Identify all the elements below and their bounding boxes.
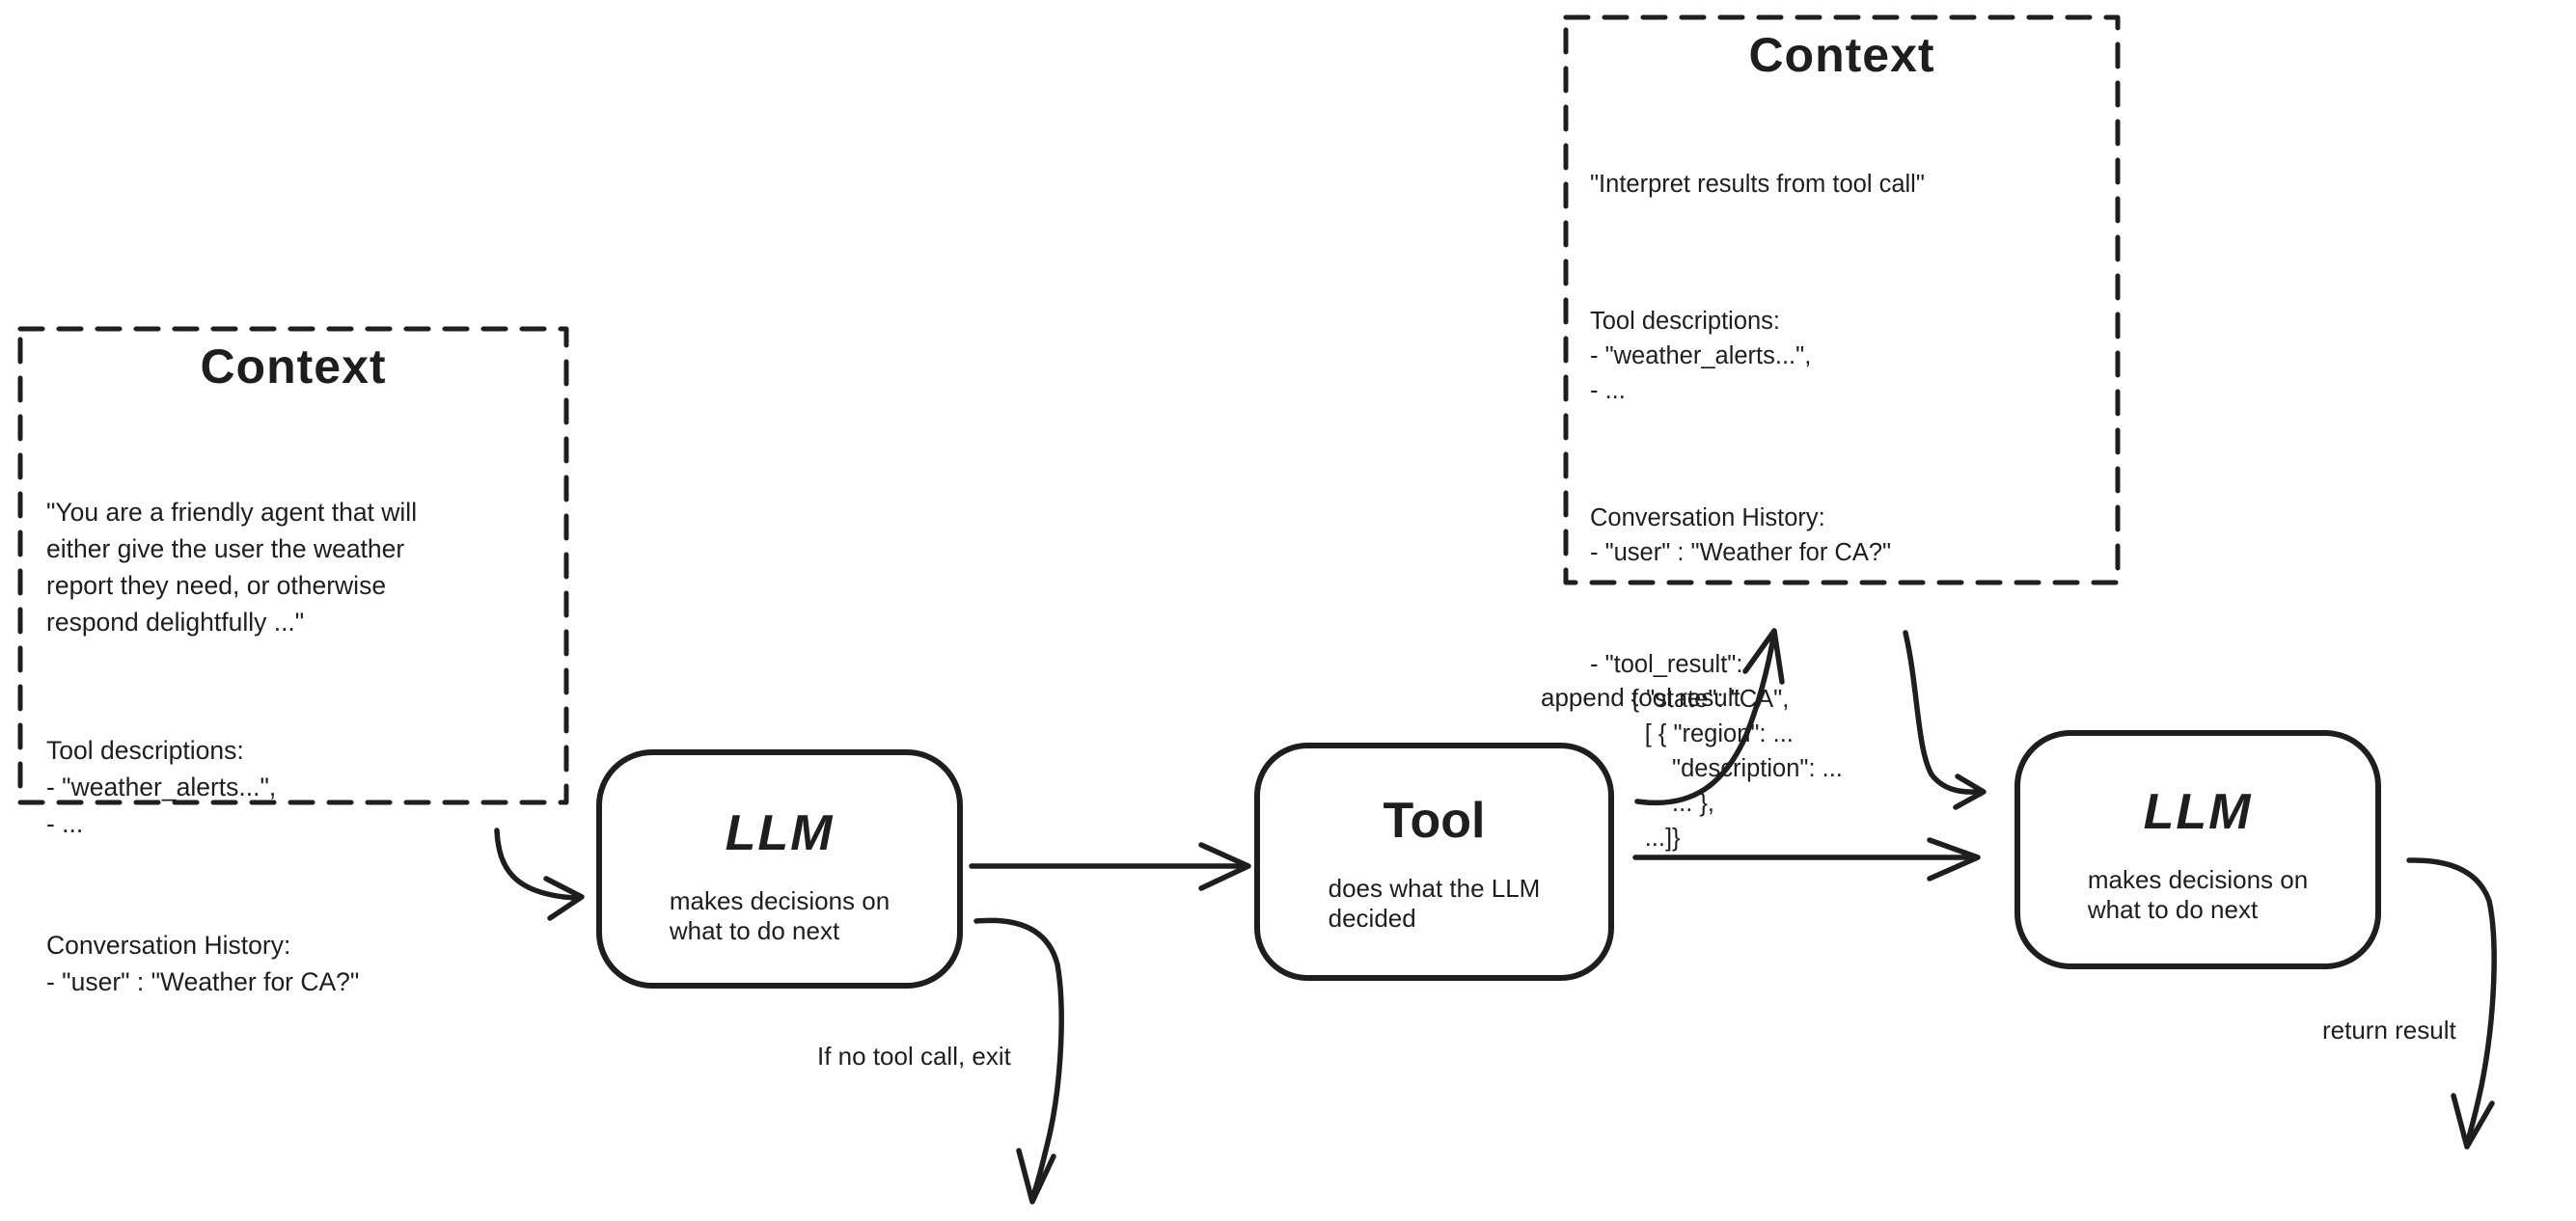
node-llm-2-description: makes decisions on what to do next [2087, 865, 2309, 924]
context-top-body: "Interpret results from tool call" Tool … [1563, 82, 2121, 925]
context-left-body: "You are a friendly agent that will eith… [17, 393, 569, 1073]
context-top-title: Context [1748, 28, 1935, 82]
node-llm-1-title: LLM [725, 805, 835, 861]
context-top-tool-descriptions: Tool descriptions: - "weather_alerts..."… [1590, 308, 1812, 404]
arrowhead-llm1-to-tool [1198, 842, 1251, 891]
node-tool: Tool does what the LLM decided [1254, 743, 1614, 981]
node-llm-2: LLM makes decisions on what to do next [2014, 730, 2381, 969]
context-top-border [1563, 14, 2121, 585]
arrowhead-context-left-to-llm1 [543, 876, 585, 921]
arrowhead-tool-to-llm2 [1927, 837, 1981, 882]
context-box-top: Context "Interpret results from tool cal… [1563, 14, 2121, 852]
node-tool-title: Tool [1383, 793, 1486, 849]
context-left-conversation-history: Conversation History: - "user" : "Weathe… [46, 931, 360, 996]
arrow-context-top-to-llm2 [1903, 630, 1981, 795]
context-left-tool-descriptions: Tool descriptions: - "weather_alerts..."… [46, 736, 277, 838]
node-tool-description: does what the LLM decided [1328, 874, 1541, 933]
context-top-tool-result: - "tool_result": { "state": "CA", [ { "r… [1590, 651, 1843, 852]
node-llm-1: LLM makes decisions on what to do next [596, 749, 963, 989]
context-top-system-prompt: "Interpret results from tool call" [1590, 171, 1925, 198]
context-left-border [17, 326, 569, 805]
label-return-result: return result [2322, 1016, 2456, 1045]
node-llm-2-title: LLM [2143, 784, 2253, 840]
arrow-context-left-to-llm1 [494, 828, 578, 901]
arrow-llm2-return [2406, 857, 2497, 1147]
arrowhead-llm2-return [2451, 1093, 2495, 1150]
arrowhead-context-top-to-llm2 [1953, 773, 1987, 810]
arrow-llm1-exit [973, 917, 1064, 1201]
arrowhead-tool-to-context-top [1742, 628, 1785, 685]
label-append-tool-result: append tool result [1541, 683, 1740, 712]
context-top-conversation-history: Conversation History: - "user" : "Weathe… [1590, 504, 1892, 566]
context-left-system-prompt: "You are a friendly agent that will eith… [46, 498, 418, 637]
arrow-tool-to-context-top [1634, 630, 1777, 806]
context-left-title: Context [200, 339, 387, 393]
label-if-no-tool-call-exit: If no tool call, exit [817, 1042, 1011, 1071]
node-llm-1-description: makes decisions on what to do next [669, 886, 891, 945]
arrowhead-llm1-exit [1016, 1148, 1056, 1205]
context-box-left: Context "You are a friendly agent that w… [17, 326, 569, 996]
